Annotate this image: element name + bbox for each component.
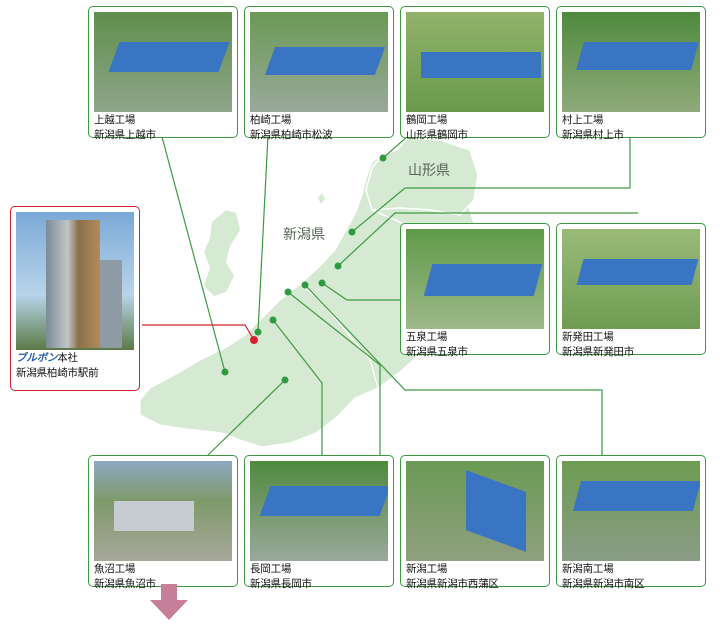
factory-card-gosen: 五泉工場 新潟県五泉市 xyxy=(400,223,550,358)
factory-photo xyxy=(94,461,232,561)
down-arrow-icon xyxy=(150,584,188,620)
factory-name: 魚沼工場 xyxy=(94,563,136,575)
factory-photo xyxy=(406,461,544,561)
factory-address: 山形県鶴岡市 xyxy=(406,129,468,141)
factory-address: 新潟県新発田市 xyxy=(562,346,635,358)
factory-address: 新潟県魚沼市 xyxy=(94,578,156,590)
yamagata-label: 山形県 xyxy=(408,163,450,179)
factory-card-tsuruoka: 鶴岡工場 山形県鶴岡市 xyxy=(400,6,550,141)
factory-photo xyxy=(406,12,544,112)
sado-island xyxy=(204,210,240,296)
factory-name: 村上工場 xyxy=(562,114,604,126)
factory-card-minami: 新潟南工場 新潟県新潟市南区 xyxy=(556,455,706,590)
hq-brand: ブルボン xyxy=(16,352,58,364)
factory-address: 新潟県村上市 xyxy=(562,129,624,141)
yamagata-land xyxy=(365,137,479,216)
factory-photo xyxy=(250,461,388,561)
hq-photo xyxy=(16,212,134,350)
factory-name: 新発田工場 xyxy=(562,331,614,343)
factory-name: 上越工場 xyxy=(94,114,136,126)
factory-name: 新潟工場 xyxy=(406,563,448,575)
factory-address: 新潟県柏崎市松波 xyxy=(250,129,333,141)
factory-card-shibata: 新発田工場 新潟県新発田市 xyxy=(556,223,706,358)
factory-photo xyxy=(406,229,544,329)
hq-card: ブルボン本社 新潟県柏崎市駅前 xyxy=(10,206,140,391)
factory-address: 新潟県新潟市南区 xyxy=(562,578,645,590)
factory-card-kashiwazaki: 柏崎工場 新潟県柏崎市松波 xyxy=(244,6,394,141)
factory-name: 長岡工場 xyxy=(250,563,292,575)
niigata-label: 新潟県 xyxy=(283,227,325,243)
factory-name: 柏崎工場 xyxy=(250,114,292,126)
factory-photo xyxy=(562,229,700,329)
factory-card-joetsu: 上越工場 新潟県上越市 xyxy=(88,6,238,141)
awashima-island xyxy=(318,193,325,204)
factory-address: 新潟県新潟市西蒲区 xyxy=(406,578,499,590)
factory-card-uonuma: 魚沼工場 新潟県魚沼市 xyxy=(88,455,238,590)
factory-photo xyxy=(250,12,388,112)
hq-address: 新潟県柏崎市駅前 xyxy=(16,367,99,379)
hq-suffix: 本社 xyxy=(57,352,78,364)
factory-photo xyxy=(562,12,700,112)
factory-address: 新潟県長岡市 xyxy=(250,578,312,590)
factory-photo xyxy=(562,461,700,561)
factory-card-nagaoka: 長岡工場 新潟県長岡市 xyxy=(244,455,394,590)
factory-photo xyxy=(94,12,232,112)
hq-location-dot xyxy=(250,336,258,344)
factory-address: 新潟県五泉市 xyxy=(406,346,468,358)
factory-name: 五泉工場 xyxy=(406,331,448,343)
factory-name: 新潟南工場 xyxy=(562,563,614,575)
factory-card-nishikan: 新潟工場 新潟県新潟市西蒲区 xyxy=(400,455,550,590)
factory-card-murakami: 村上工場 新潟県村上市 xyxy=(556,6,706,141)
factory-name: 鶴岡工場 xyxy=(406,114,448,126)
factory-address: 新潟県上越市 xyxy=(94,129,156,141)
